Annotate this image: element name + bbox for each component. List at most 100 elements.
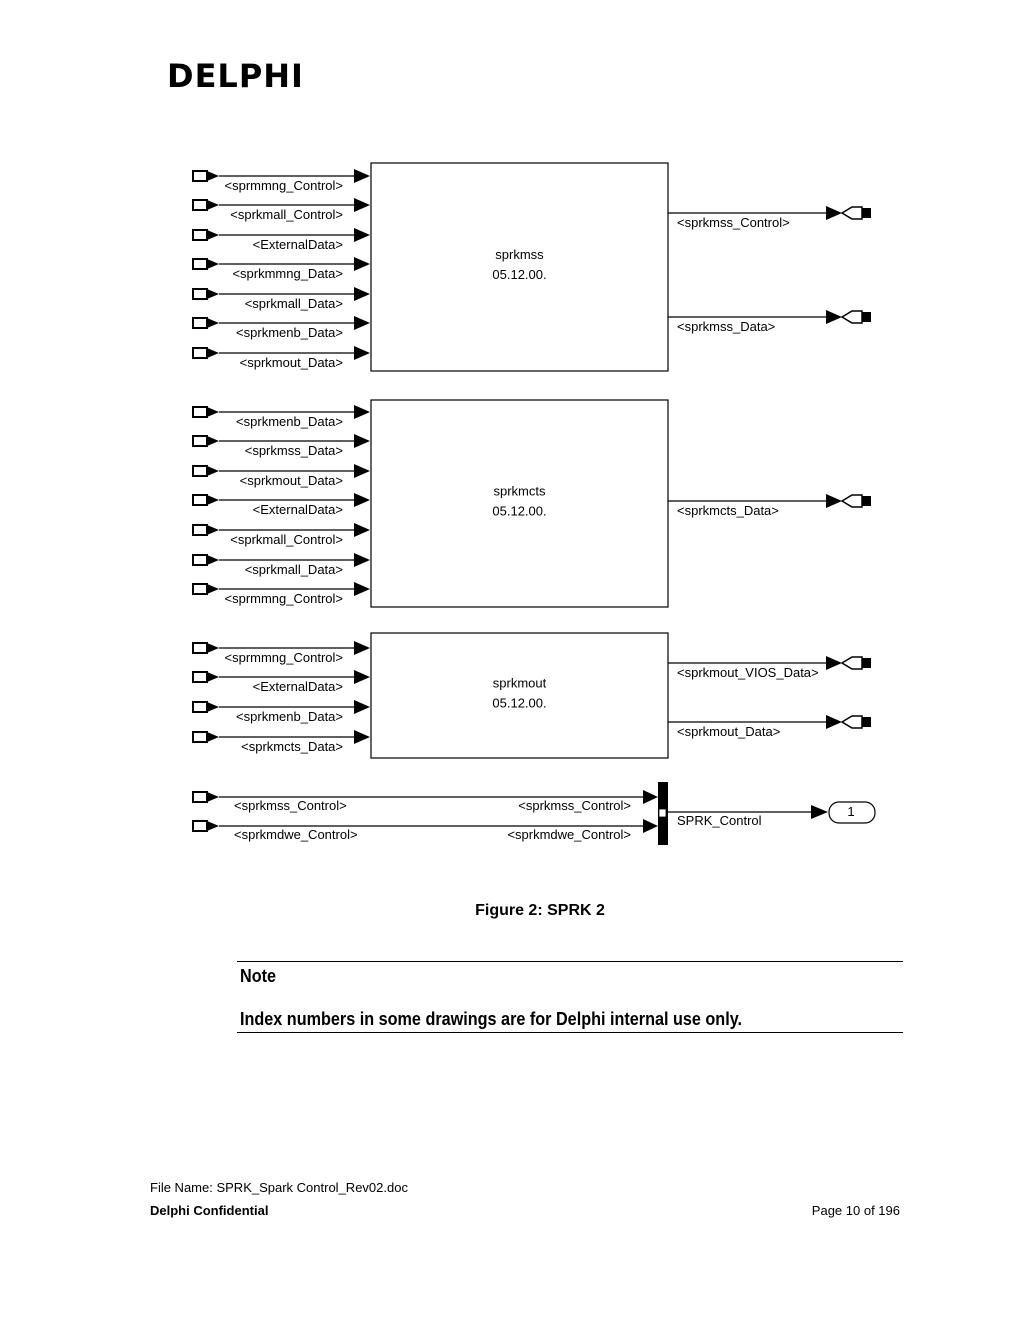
block-sprkmcts-in-2-arrow	[354, 464, 370, 478]
block-sprkmcts-in-0-tag-arrow	[207, 407, 219, 417]
block-sprkmout-in-1-tag	[192, 671, 208, 683]
block-sprkmss-in-3-tag-arrow	[207, 259, 219, 269]
block-sprkmss-out-1-goto-end	[862, 312, 871, 322]
delphi-logo: DELPHI	[167, 57, 304, 95]
note-text: Index numbers in some drawings are for D…	[240, 1009, 743, 1029]
block-sprkmss-in-5-arrow	[354, 316, 370, 330]
block-sprkmcts-in-4-label: <sprkmall_Control>	[230, 532, 343, 547]
block-sprkmss	[370, 162, 669, 372]
block-sprkmcts-in-3-arrow	[354, 493, 370, 507]
block-sprkmout-in-0-tag-arrow	[207, 643, 219, 653]
block-sprkmcts-in-6-tag	[192, 583, 208, 595]
block-sprkmss-in-0-arrow	[354, 169, 370, 183]
block-sprkmout-out-0-arrow	[826, 656, 842, 670]
block-sprkmout-out-1-goto-tag	[840, 715, 863, 729]
bus-in-0-signal-label: <sprkmss_Control>	[518, 798, 631, 813]
block-sprkmout-in-0-tag	[192, 642, 208, 654]
block-sprkmss-in-3-label: <sprkmmng_Data>	[232, 266, 343, 281]
block-sprkmcts-in-2-tag	[192, 465, 208, 477]
block-sprkmcts-in-4-arrow	[354, 523, 370, 537]
block-sprkmout-in-2-label: <sprkmenb_Data>	[236, 709, 343, 724]
bus-out-arrow	[811, 805, 828, 819]
block-sprkmcts-in-1-tag	[192, 435, 208, 447]
block-sprkmout-in-3-arrow	[354, 730, 370, 744]
block-sprkmcts-in-2-tag-arrow	[207, 466, 219, 476]
block-sprkmss-in-6-label: <sprkmout_Data>	[240, 355, 343, 370]
block-sprkmout-in-0-label: <sprmmng_Control>	[225, 650, 344, 665]
block-sprkmss-out-1-label: <sprkmss_Data>	[677, 319, 775, 334]
bus-creator-marker	[658, 808, 667, 818]
block-sprkmss-in-6-tag	[192, 347, 208, 359]
block-sprkmss-out-1-goto-tag	[840, 310, 863, 324]
block-sprkmcts-in-5-tag	[192, 554, 208, 566]
block-sprkmout-in-3-label: <sprkmcts_Data>	[241, 739, 343, 754]
block-sprkmss-in-1-tag-arrow	[207, 200, 219, 210]
footer-confidential: Delphi Confidential	[150, 1203, 269, 1218]
block-sprkmout-in-0-arrow	[354, 641, 370, 655]
bus-in-1-tag	[192, 820, 208, 832]
bus-in-0-source-label: <sprkmss_Control>	[234, 798, 347, 813]
block-sprkmss-out-0-arrow	[826, 206, 842, 220]
bus-output-label: SPRK_Control	[677, 813, 762, 828]
block-sprkmss-in-4-tag	[192, 288, 208, 300]
block-sprkmss-in-0-tag-arrow	[207, 171, 219, 181]
bus-in-0-tag-arrow	[207, 792, 219, 802]
outport-1	[828, 801, 876, 824]
block-sprkmcts-in-1-arrow	[354, 434, 370, 448]
block-sprkmcts-in-3-label: <ExternalData>	[253, 502, 343, 517]
block-sprkmcts-version: 05.12.00.	[492, 504, 546, 519]
block-sprkmcts-out-0-arrow	[826, 494, 842, 508]
block-sprkmss-in-4-tag-arrow	[207, 289, 219, 299]
block-sprkmout-version: 05.12.00.	[492, 696, 546, 711]
note-title: Note	[240, 966, 276, 986]
block-sprkmcts-name: sprkmcts	[494, 484, 547, 499]
outport-1-label: 1	[847, 804, 854, 819]
block-sprkmss-in-0-label: <sprmmng_Control>	[225, 178, 344, 193]
block-sprkmss-in-0-tag	[192, 170, 208, 182]
block-sprkmout-in-1-label: <ExternalData>	[253, 679, 343, 694]
block-sprkmcts-in-0-arrow	[354, 405, 370, 419]
block-sprkmcts-in-4-tag	[192, 524, 208, 536]
block-sprkmcts	[370, 399, 669, 608]
block-sprkmout-out-0-goto-end	[862, 658, 871, 668]
block-sprkmss-in-2-arrow	[354, 228, 370, 242]
block-sprkmss-in-1-arrow	[354, 198, 370, 212]
block-sprkmcts-out-0-label: <sprkmcts_Data>	[677, 503, 779, 518]
block-sprkmout-in-2-tag-arrow	[207, 702, 219, 712]
block-sprkmss-name: sprkmss	[495, 247, 544, 262]
block-sprkmss-in-6-tag-arrow	[207, 348, 219, 358]
block-sprkmss-in-5-tag-arrow	[207, 318, 219, 328]
block-sprkmss-version: 05.12.00.	[492, 267, 546, 282]
block-sprkmss-in-2-tag	[192, 229, 208, 241]
bus-in-1-arrow	[643, 819, 658, 833]
block-sprkmout-in-3-tag	[192, 731, 208, 743]
footer-file-name: File Name: SPRK_Spark Control_Rev02.doc	[150, 1180, 408, 1195]
bus-in-1-source-label: <sprkmdwe_Control>	[234, 827, 358, 842]
block-sprkmout-out-0-goto-tag	[840, 656, 863, 670]
block-sprkmout-in-3-tag-arrow	[207, 732, 219, 742]
block-sprkmcts-in-1-label: <sprkmss_Data>	[245, 443, 343, 458]
block-sprkmss-in-5-label: <sprkmenb_Data>	[236, 325, 343, 340]
block-sprkmout	[370, 632, 669, 759]
bus-in-0-arrow	[643, 790, 658, 804]
block-sprkmcts-in-6-label: <sprmmng_Control>	[225, 591, 344, 606]
block-sprkmout-out-1-arrow	[826, 715, 842, 729]
block-sprkmss-in-3-arrow	[354, 257, 370, 271]
block-sprkmss-in-4-arrow	[354, 287, 370, 301]
block-sprkmout-out-1-label: <sprkmout_Data>	[677, 724, 780, 739]
block-sprkmcts-in-3-tag-arrow	[207, 495, 219, 505]
figure-caption: Figure 2: SPRK 2	[475, 902, 605, 919]
block-sprkmcts-out-0-goto-tag	[840, 494, 863, 508]
block-sprkmcts-in-0-tag	[192, 406, 208, 418]
block-sprkmss-out-1-arrow	[826, 310, 842, 324]
block-sprkmout-in-1-tag-arrow	[207, 672, 219, 682]
block-sprkmss-out-0-label: <sprkmss_Control>	[677, 215, 790, 230]
block-sprkmcts-in-5-label: <sprkmall_Data>	[245, 562, 343, 577]
block-sprkmss-in-2-tag-arrow	[207, 230, 219, 240]
block-sprkmout-in-2-arrow	[354, 700, 370, 714]
block-sprkmout-out-0-label: <sprkmout_VIOS_Data>	[677, 665, 819, 680]
bus-in-1-signal-label: <sprkmdwe_Control>	[507, 827, 631, 842]
block-sprkmcts-out-0-goto-end	[862, 496, 871, 506]
block-sprkmcts-in-1-tag-arrow	[207, 436, 219, 446]
block-sprkmss-in-1-label: <sprkmall_Control>	[230, 207, 343, 222]
